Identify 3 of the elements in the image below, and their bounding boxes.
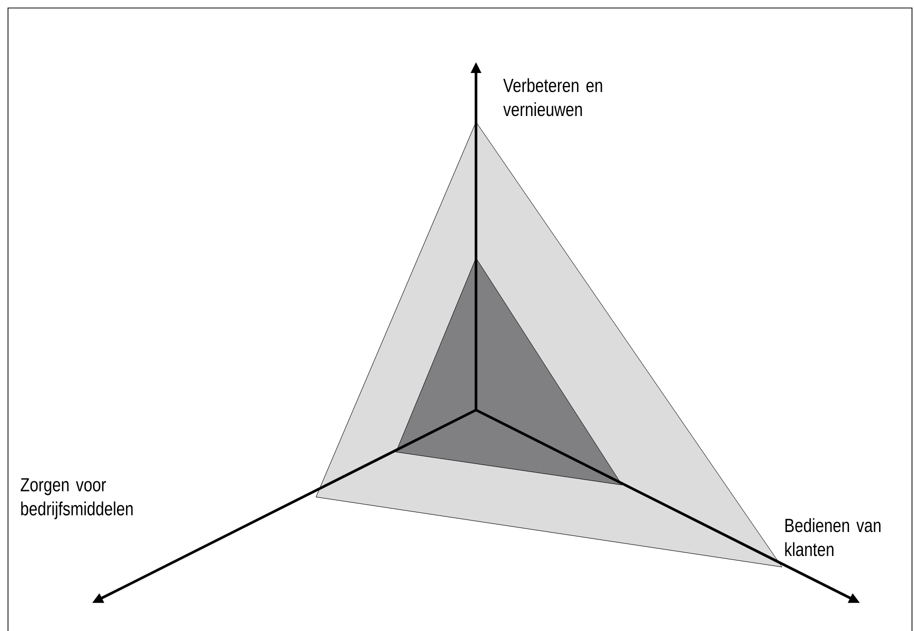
axis-label: Zorgen voor bedrijfsmiddelen — [20, 478, 133, 520]
axis-label: Verbeteren en vernieuwen — [503, 78, 602, 116]
axis-label: Bedienen van klanten — [785, 518, 880, 556]
